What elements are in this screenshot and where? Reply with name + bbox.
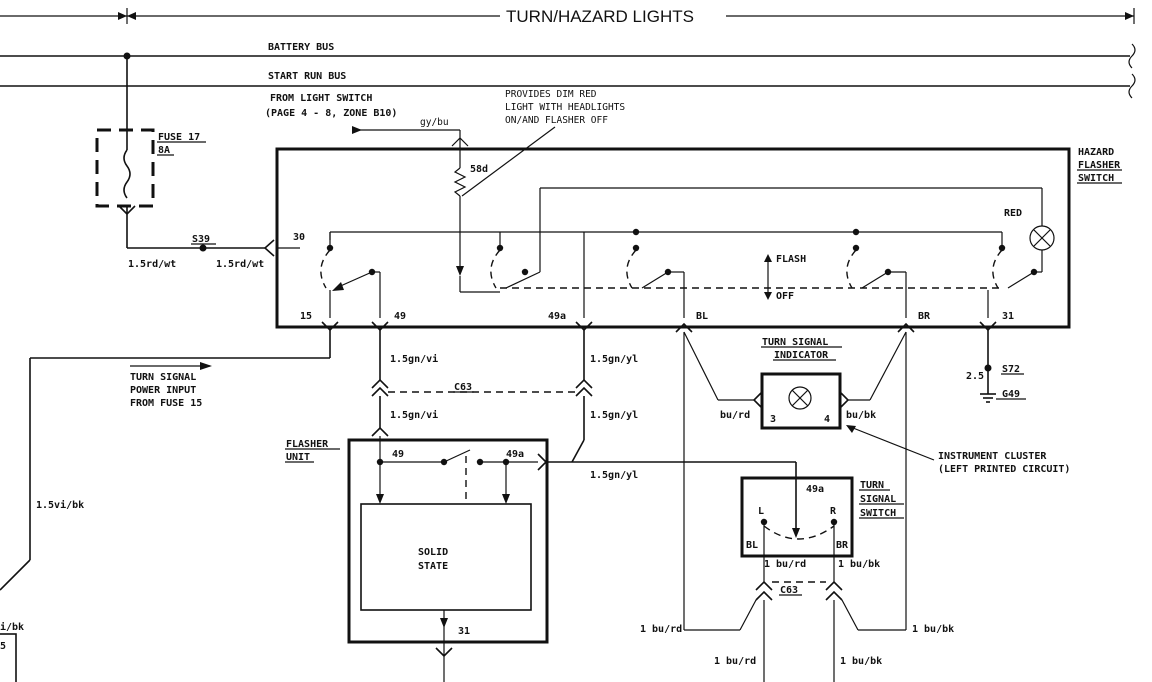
turn-switch-label-1: TURN xyxy=(860,480,884,491)
wire-bot-bu-rd: 1 bu/rd xyxy=(714,656,756,667)
wire-bu-rd: bu/rd xyxy=(720,410,750,421)
connector-c63-bottom: C63 xyxy=(780,585,798,596)
wire-gn-vi-bot: 1.5gn/vi xyxy=(390,409,438,421)
flasher-pin-49a: 49a xyxy=(506,449,524,460)
indicator-label-1: TURN SIGNAL xyxy=(762,337,828,348)
splice-s39: S39 xyxy=(192,234,210,245)
red-lamp-label: RED xyxy=(1004,208,1022,219)
pin-bl-label: BL xyxy=(696,311,708,322)
solid-state-module xyxy=(360,503,532,611)
wire-vi-bk-edge: i/bk xyxy=(0,621,24,633)
turn-power-line3: FROM FUSE 15 xyxy=(130,398,202,409)
pin-31-label: 31 xyxy=(1002,311,1014,322)
hazard-internal: 30 xyxy=(278,187,1055,318)
header-section: TURN/HAZARD LIGHTS xyxy=(0,7,1135,26)
wire-gn-yl-top: 1.5gn/yl xyxy=(590,354,638,365)
dim-note-line2: LIGHT WITH HEADLIGHTS xyxy=(505,102,625,113)
wire-sw-bu-rd: 1 bu/rd xyxy=(764,559,806,570)
dim-note-leader xyxy=(461,126,556,197)
off-label: OFF xyxy=(776,291,794,302)
pin-49a-label: 49a xyxy=(548,311,566,322)
indicator-pin-3: 3 xyxy=(770,414,776,425)
hazard-label-3: SWITCH xyxy=(1078,173,1114,184)
edge-fuse-number: 5 xyxy=(0,641,6,652)
resistor-58d: 58d xyxy=(470,164,488,175)
flasher-pin-49: 49 xyxy=(392,449,404,460)
splice-s72: S72 xyxy=(1002,364,1020,375)
flasher-pin-31: 31 xyxy=(458,626,470,637)
wire-left-bu-rd: 1 bu/rd xyxy=(640,624,682,635)
hazard-label-2: FLASHER xyxy=(1078,160,1121,171)
start-run-bus-label: START RUN BUS xyxy=(268,71,346,82)
ground-gauge: 2.5 xyxy=(966,371,984,382)
wire-rd-wt-left: 1.5rd/wt xyxy=(128,259,176,270)
flash-label: FLASH xyxy=(776,254,806,265)
turn-switch-r: R xyxy=(830,506,837,517)
cluster-label-1: INSTRUMENT CLUSTER xyxy=(938,451,1047,462)
wire-gn-vi-top: 1.5gn/vi xyxy=(390,353,438,365)
turn-switch-bl: BL xyxy=(746,540,758,551)
pin-br-label: BR xyxy=(918,311,931,322)
wire-bot-bu-bk: 1 bu/bk xyxy=(840,656,882,667)
indicator-pin-4: 4 xyxy=(824,414,830,425)
light-switch-ref-line2: (PAGE 4 - 8, ZONE B10) xyxy=(265,108,397,119)
fuse-rating: 8A xyxy=(158,145,170,156)
turn-power-line1: TURN SIGNAL xyxy=(130,372,196,383)
bus-lines: BATTERY BUS START RUN BUS xyxy=(0,42,1136,99)
wire-gn-yl-low: 1.5gn/yl xyxy=(590,470,638,481)
turn-signal-indicator-box xyxy=(760,372,842,430)
wire-vi-bk: 1.5vi/bk xyxy=(36,499,84,511)
dim-note-line1: PROVIDES DIM RED xyxy=(505,89,597,100)
cluster-label-2: (LEFT PRINTED CIRCUIT) xyxy=(938,464,1070,475)
light-switch-ref-line1: FROM LIGHT SWITCH xyxy=(270,93,372,104)
solid-state-line2: STATE xyxy=(418,561,448,572)
dim-note-line3: ON/AND FLASHER OFF xyxy=(505,115,608,126)
turn-power-line2: POWER INPUT xyxy=(130,385,196,396)
turn-switch-label-2: SIGNAL xyxy=(860,494,896,505)
page-title: TURN/HAZARD LIGHTS xyxy=(506,7,694,26)
battery-bus-label: BATTERY BUS xyxy=(268,42,334,53)
pin-15-label: 15 xyxy=(300,311,312,322)
wire-sw-bu-bk: 1 bu/bk xyxy=(838,559,880,570)
connector-c63-top: C63 xyxy=(454,382,472,393)
turn-signal-switch-box xyxy=(740,476,854,558)
turn-switch-label-3: SWITCH xyxy=(860,508,896,519)
hazard-flasher-switch-box xyxy=(275,147,1071,329)
pin-30-label: 30 xyxy=(293,232,305,243)
turn-switch-l: L xyxy=(758,506,764,517)
flasher-unit-box xyxy=(347,438,549,644)
turn-switch-pin-49a: 49a xyxy=(806,484,824,495)
ground-g49: G49 xyxy=(1002,389,1020,400)
indicator-label-2: INDICATOR xyxy=(774,350,829,361)
flasher-label-2: UNIT xyxy=(286,452,310,463)
indicator-lamp-icon xyxy=(788,386,812,410)
fuse-17: FUSE 17 8A xyxy=(95,52,206,248)
fuse-label: FUSE 17 xyxy=(158,132,200,143)
solid-state-line1: SOLID xyxy=(418,547,448,558)
wire-right-bu-bk: 1 bu/bk xyxy=(912,624,954,635)
wire-gy-bu: gy/bu xyxy=(420,117,449,128)
wire-bu-bk: bu/bk xyxy=(846,410,876,421)
flasher-label-1: FLASHER xyxy=(286,439,329,450)
wire-rd-wt-right: 1.5rd/wt xyxy=(216,259,264,270)
red-lamp-icon xyxy=(1029,225,1055,251)
turn-switch-br: BR xyxy=(836,540,849,551)
wire-gn-yl-mid: 1.5gn/yl xyxy=(590,410,638,421)
hazard-label-1: HAZARD xyxy=(1078,147,1114,158)
pin-49-label: 49 xyxy=(394,311,406,322)
